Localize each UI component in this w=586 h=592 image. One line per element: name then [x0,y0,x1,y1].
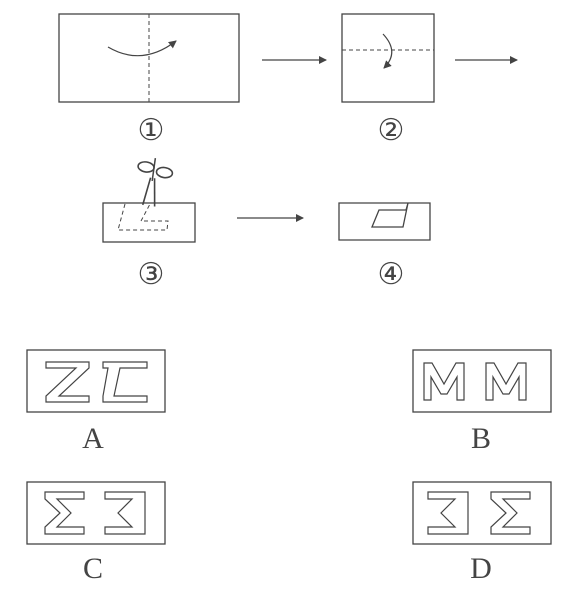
step3-folded-paper [102,158,196,243]
option-c-label: C [83,552,103,585]
option-c-figure[interactable] [26,481,166,545]
step2-label: ② [378,114,405,147]
sigma-shape [490,491,531,535]
three-shape [427,491,469,535]
option-b-figure[interactable] [412,349,552,413]
curved-arrow-icon [107,40,177,57]
m-shape [485,362,527,401]
step2-paper [341,13,435,103]
scissors-icon [137,158,174,207]
m-shape [423,362,465,401]
option-a-figure[interactable] [26,349,166,413]
three-shape [104,491,146,535]
step3-label: ③ [138,258,165,291]
s-shape [102,361,148,403]
step4-cut-paper [338,202,431,241]
step1-label: ① [138,114,165,147]
curved-arrow-icon [382,33,393,69]
cut-line [117,203,169,231]
option-d-figure[interactable] [412,481,552,545]
sigma-shape [44,491,85,535]
option-b-label: B [471,422,491,455]
option-a-label: A [82,422,104,455]
option-d-label: D [470,552,492,585]
step4-label: ④ [378,258,405,291]
z-shape [45,361,90,403]
step1-paper [58,13,240,103]
